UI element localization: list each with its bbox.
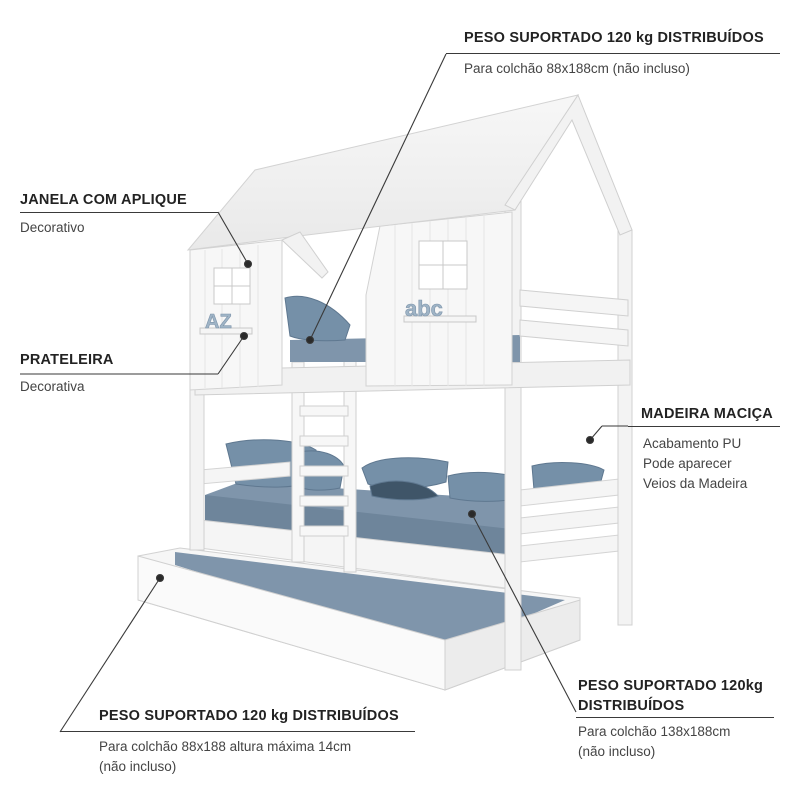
divider-lower [576, 717, 774, 718]
callout-weight-trundle: PESO SUPORTADO 120 kg DISTRIBUÍDOS [99, 706, 399, 726]
callout-weight-lower-desc-wrap: Para colchão 138x188cm (não incluso) [578, 722, 730, 762]
window-frames [213, 240, 468, 305]
callout-shelf-title: PRATELEIRA [20, 352, 114, 368]
callout-weight-lower-desc-line: (não incluso) [578, 744, 656, 759]
leader-lines [20, 53, 628, 733]
callout-weight-upper-title: PESO SUPORTADO 120 kg DISTRIBUÍDOS [464, 30, 764, 46]
callout-wood-desc-wrap: Acabamento PU Pode aparecer Veios da Mad… [643, 434, 747, 494]
house-roof [186, 93, 633, 347]
callout-window-desc: Decorativo [20, 220, 85, 235]
callout-wood-desc-line: Veios da Madeira [643, 476, 748, 491]
svg-text:abc: abc [405, 296, 443, 321]
callout-weight-trundle-desc-line: Para colchão 88x188 altura máxima 14cm [99, 739, 352, 754]
shelves [199, 315, 477, 335]
callout-window-desc-wrap: Decorativo [20, 218, 85, 238]
upper-pillows [284, 295, 351, 342]
callout-wood: MADEIRA MACIÇA [641, 404, 773, 424]
callout-weight-upper-desc-wrap: Para colchão 88x188cm (não incluso) [464, 59, 690, 79]
divider-top [446, 53, 780, 54]
callout-shelf-desc-wrap: Decorativa [20, 377, 85, 397]
divider-wood [628, 426, 780, 427]
callout-weight-trundle-desc-wrap: Para colchão 88x188 altura máxima 14cm (… [99, 737, 351, 777]
callout-weight-lower-title-line: DISTRIBUÍDOS [578, 698, 685, 714]
callout-wood-title: MADEIRA MACIÇA [641, 406, 773, 422]
callout-weight-trundle-title: PESO SUPORTADO 120 kg DISTRIBUÍDOS [99, 708, 399, 724]
callout-weight-lower: PESO SUPORTADO 120kg DISTRIBUÍDOS [578, 676, 763, 716]
callout-shelf: PRATELEIRA [20, 350, 114, 370]
divider-window [20, 212, 218, 213]
callout-window: JANELA COM APLIQUE [20, 190, 187, 210]
shelf-letters: AZ abc [205, 296, 444, 334]
callout-shelf-desc: Decorativa [20, 379, 85, 394]
callout-weight-lower-title-line: PESO SUPORTADO 120kg [578, 678, 764, 694]
callout-weight-upper-desc: Para colchão 88x188cm (não incluso) [464, 61, 690, 76]
divider-trundle [60, 731, 415, 732]
lower-mattress [205, 482, 520, 560]
svg-text:AZ: AZ [205, 311, 232, 333]
callout-weight-upper: PESO SUPORTADO 120 kg DISTRIBUÍDOS [464, 28, 764, 48]
callout-wood-desc-line: Pode aparecer [643, 456, 732, 471]
callout-window-title: JANELA COM APLIQUE [20, 192, 187, 208]
callout-weight-lower-desc-line: Para colchão 138x188cm [578, 724, 731, 739]
callout-weight-trundle-desc-line: (não incluso) [99, 759, 177, 774]
callout-wood-desc-line: Acabamento PU [643, 436, 742, 451]
